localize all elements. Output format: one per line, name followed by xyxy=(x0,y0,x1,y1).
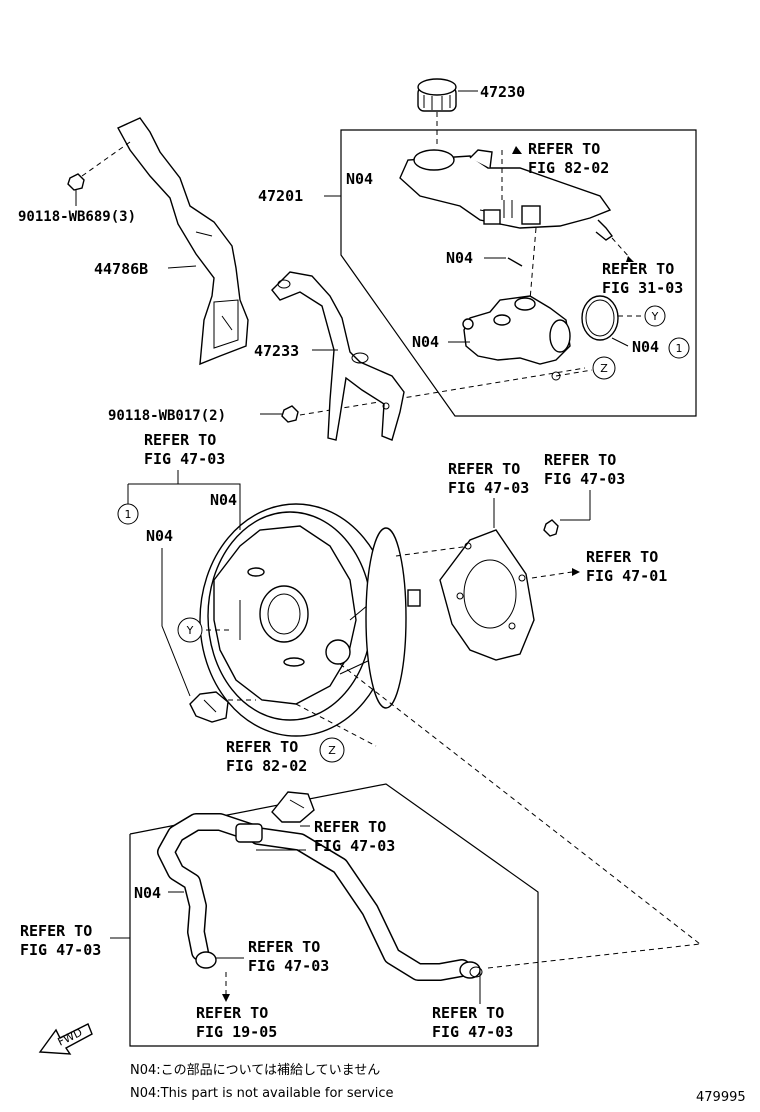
label-47233: 47233 xyxy=(254,342,299,360)
n04-o-ring: N04 xyxy=(632,338,659,356)
refer-fig-31-03: REFER TO FIG 31-03 xyxy=(602,260,683,297)
master-cylinder-group-box xyxy=(340,129,697,417)
brake-fluid-reservoir xyxy=(399,149,614,241)
refer-fig-82-02-bottom: REFER TO FIG 82-02 xyxy=(226,738,307,775)
svg-text:REFER TO: REFER TO xyxy=(314,818,386,836)
label-44786b: 44786B xyxy=(94,260,148,278)
svg-text:FIG 47-03: FIG 47-03 xyxy=(448,479,529,497)
master-cylinder xyxy=(462,295,571,381)
diagram-id: 479995 xyxy=(696,1090,746,1105)
svg-text:REFER TO: REFER TO xyxy=(528,140,600,158)
fwd-arrow: FWD xyxy=(38,1023,93,1055)
refer-fig-47-03-a: REFER TO FIG 47-03 xyxy=(144,431,225,468)
svg-text:REFER TO: REFER TO xyxy=(226,738,298,756)
nut-wb017 xyxy=(281,405,299,423)
refer-fig-19-05: REFER TO FIG 19-05 xyxy=(196,1004,277,1041)
n04-booster: N04 xyxy=(210,491,237,509)
booster-nut xyxy=(543,519,559,537)
check-valve xyxy=(271,791,315,823)
svg-text:REFER TO: REFER TO xyxy=(20,922,92,940)
svg-text:FIG 82-02: FIG 82-02 xyxy=(226,757,307,775)
label-90118-wb689: 90118-WB689(3) xyxy=(18,209,136,225)
svg-text:FIG 47-03: FIG 47-03 xyxy=(544,470,625,488)
refer-fig-82-02-top: REFER TO FIG 82-02 xyxy=(528,140,609,177)
svg-text:REFER TO: REFER TO xyxy=(432,1004,504,1022)
note-jp: N04:この部品については補給していません xyxy=(130,1063,380,1078)
svg-text:FIG 47-03: FIG 47-03 xyxy=(248,957,329,975)
svg-text:FIG 47-03: FIG 47-03 xyxy=(432,1023,513,1041)
bracket-47233 xyxy=(271,271,405,441)
circle-z-top: Z xyxy=(592,356,616,380)
svg-text:REFER TO: REFER TO xyxy=(144,431,216,449)
refer-fig-47-03-c: REFER TO FIG 47-03 xyxy=(544,451,625,488)
hose-group-box xyxy=(129,783,539,1047)
refer-fig-47-03-f: REFER TO FIG 47-03 xyxy=(248,938,329,975)
n04-pin: N04 xyxy=(446,249,473,267)
n04-sensor: N04 xyxy=(146,527,173,545)
reservoir-cap xyxy=(417,78,457,112)
refer-fig-47-03-g: REFER TO FIG 47-03 xyxy=(432,1004,513,1041)
booster-sensor xyxy=(189,691,229,723)
n04-master-cylinder: N04 xyxy=(412,333,439,351)
bracket-44786b xyxy=(117,117,249,366)
refer-fig-47-03-e: REFER TO FIG 47-03 xyxy=(20,922,101,959)
svg-text:Y: Y xyxy=(186,624,194,637)
svg-text:Y: Y xyxy=(651,310,659,323)
n04-reservoir: N04 xyxy=(346,170,373,188)
brake-booster xyxy=(199,503,421,737)
svg-text:REFER TO: REFER TO xyxy=(248,938,320,956)
label-47230: 47230 xyxy=(480,83,525,101)
note-en: N04:This part is not available for servi… xyxy=(130,1086,393,1101)
svg-text:FIG 19-05: FIG 19-05 xyxy=(196,1023,277,1041)
vacuum-hose xyxy=(157,813,483,981)
svg-text:1: 1 xyxy=(676,342,683,355)
label-47201: 47201 xyxy=(258,187,303,205)
booster-gasket xyxy=(439,529,535,661)
n04-hose: N04 xyxy=(134,884,161,902)
circle-y-left: Y xyxy=(177,617,203,643)
svg-text:REFER TO: REFER TO xyxy=(448,460,520,478)
svg-text:FIG 47-03: FIG 47-03 xyxy=(144,450,225,468)
svg-text:REFER TO: REFER TO xyxy=(586,548,658,566)
svg-text:Z: Z xyxy=(600,362,608,375)
circle-1-left: 1 xyxy=(117,503,139,525)
svg-text:FIG 47-03: FIG 47-03 xyxy=(314,837,395,855)
svg-text:FIG 47-01: FIG 47-01 xyxy=(586,567,667,585)
o-ring xyxy=(581,295,619,341)
svg-text:FIG 31-03: FIG 31-03 xyxy=(602,279,683,297)
circle-y-top: Y xyxy=(644,305,666,327)
refer-fig-47-03-d: REFER TO FIG 47-03 xyxy=(314,818,395,855)
svg-text:FIG 82-02: FIG 82-02 xyxy=(528,159,609,177)
refer-fig-47-03-b: REFER TO FIG 47-03 xyxy=(448,460,529,497)
circle-1-top: 1 xyxy=(668,337,690,359)
label-90118-wb017: 90118-WB017(2) xyxy=(108,408,226,424)
svg-text:REFER TO: REFER TO xyxy=(196,1004,268,1022)
circle-z-bottom: Z xyxy=(319,737,345,763)
refer-fig-47-01: REFER TO FIG 47-01 xyxy=(586,548,667,585)
svg-text:1: 1 xyxy=(125,508,132,521)
svg-text:FIG 47-03: FIG 47-03 xyxy=(20,941,101,959)
nut-wb689 xyxy=(67,173,85,191)
svg-text:REFER TO: REFER TO xyxy=(544,451,616,469)
svg-text:REFER TO: REFER TO xyxy=(602,260,674,278)
svg-text:Z: Z xyxy=(328,744,336,757)
